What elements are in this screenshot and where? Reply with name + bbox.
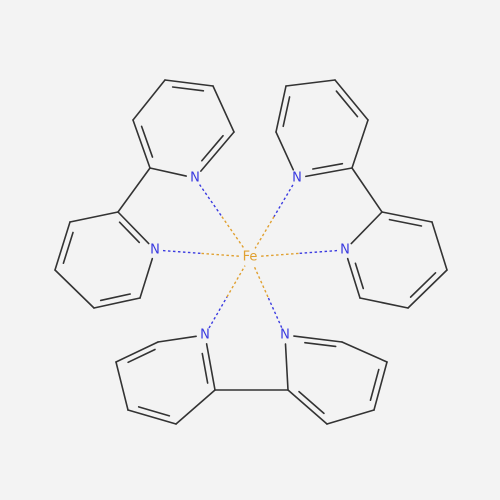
iron-atom-label: Fe xyxy=(243,250,258,265)
bonds-layer xyxy=(54,79,448,425)
bottom-ligand-ring-bond xyxy=(127,409,177,425)
nitrogen-atom-label: N xyxy=(190,171,200,186)
left-ligand-ring-bond xyxy=(164,79,214,87)
right-ligand-ring-bond xyxy=(381,211,433,223)
right-ligand-inter-ring-bond xyxy=(351,167,383,213)
nitrogen-atom-label: N xyxy=(200,328,210,343)
bottom-ligand-ring-bond xyxy=(341,341,388,363)
right-ligand-ring-bond xyxy=(346,257,361,299)
right-ligand-ring-bond xyxy=(275,131,295,171)
bottom-ligand-ring-bond xyxy=(175,389,216,425)
left-ligand-inter-ring-bond xyxy=(117,167,151,213)
left-ligand-ring-double-bond xyxy=(118,221,141,244)
left-ligand-ring-bond xyxy=(139,257,154,299)
nitrogen-atom-label: N xyxy=(340,243,350,258)
nitrogen-atom-label: N xyxy=(292,171,302,186)
right-a-coordination-bond-fe-half xyxy=(254,216,275,249)
left-ligand-ring-double-bond xyxy=(99,293,131,302)
left-a-coordination-bond-fe-half xyxy=(221,216,245,250)
right-ligand-ring-double-bond xyxy=(388,218,423,227)
bottom-ligand-ring-double-bond xyxy=(201,352,209,384)
right-ligand-ring-bond xyxy=(350,211,383,245)
right-ligand-ring-bond xyxy=(407,269,448,309)
right-a-coordination-bond-n-half xyxy=(273,184,294,217)
right-b-coordination-bond-n-half xyxy=(298,249,338,255)
bottom-ligand-ring-bond xyxy=(205,343,216,391)
left-ligand-ring-double-bond xyxy=(62,231,74,265)
iron-atom-label-bg xyxy=(242,249,258,265)
right-ligand-ring-bond xyxy=(359,297,409,309)
bottom-ligand-ring-double-bond xyxy=(127,348,156,364)
nitrogen-atom-label-bg xyxy=(277,327,293,343)
bottom-ligand-ring-bond xyxy=(326,409,375,425)
left-ligand-ring-bond xyxy=(117,211,150,245)
nitrogen-atom-label-bg xyxy=(187,170,203,186)
bottom-ligand-ring-double-bond xyxy=(137,406,171,417)
right-b-coordination-bond-fe-half xyxy=(259,252,299,257)
right-ligand-ring-bond xyxy=(305,167,353,178)
left-ligand-ring-bond xyxy=(200,131,235,172)
bottom-b-coordination-bond-fe-half xyxy=(253,265,269,298)
left-ligand-ring-bond xyxy=(54,221,71,271)
bottom-ligand-ring-double-bond xyxy=(369,368,380,402)
left-ligand-ring-bond xyxy=(93,297,141,309)
left-ligand-ring-bond xyxy=(69,211,119,223)
bottom-ligand-ring-bond xyxy=(157,335,197,343)
right-ligand-ring-double-bond xyxy=(312,162,344,170)
right-ligand-ring-double-bond xyxy=(282,96,291,128)
right-ligand-ring-bond xyxy=(285,79,336,87)
bottom-ligand-ring-double-bond xyxy=(304,341,337,348)
nitrogen-atom-label-bg xyxy=(197,327,213,343)
bottom-ligand-ring-bond xyxy=(287,389,328,425)
nitrogen-atom-label: N xyxy=(150,243,160,258)
bottom-ligand-ring-bond xyxy=(373,361,388,411)
bottom-ligand-ring-bond xyxy=(293,335,343,343)
bottom-a-coordination-bond-fe-half xyxy=(226,265,246,298)
left-ligand-ring-double-bond xyxy=(201,134,224,162)
right-ligand-ring-double-bond xyxy=(335,90,359,118)
left-a-coordination-bond-n-half xyxy=(198,184,223,218)
right-ligand-ring-double-bond xyxy=(409,271,437,298)
nitrogen-atom-label: N xyxy=(280,328,290,343)
bottom-ligand-ring-bond xyxy=(115,361,129,411)
left-ligand-ring-bond xyxy=(54,269,95,309)
right-ligand-ring-bond xyxy=(275,85,287,133)
left-b-coordination-bond-n-half xyxy=(162,249,202,255)
bottom-a-coordination-bond-n-half xyxy=(208,296,228,329)
left-ligand-ring-double-bond xyxy=(171,86,205,92)
left-ligand-ring-double-bond xyxy=(140,125,154,158)
nitrogen-atom-label-bg xyxy=(337,242,353,258)
left-ligand-ring-bond xyxy=(132,79,166,121)
left-ligand-ring-bond xyxy=(212,85,235,133)
right-ligand-ring-double-bond xyxy=(354,262,365,290)
bottom-ligand-ring-double-bond xyxy=(298,390,325,415)
right-ligand-ring-bond xyxy=(431,221,448,271)
left-ligand-ring-bond xyxy=(132,119,151,169)
left-ligand-ring-bond xyxy=(149,167,188,177)
right-ligand-ring-bond xyxy=(351,119,369,169)
bottom-ligand-ring-bond xyxy=(284,343,289,391)
nitrogen-atom-label-bg xyxy=(147,242,163,258)
nitrogen-atom-label-bg xyxy=(289,170,305,186)
bottom-b-coordination-bond-n-half xyxy=(267,296,283,328)
left-b-coordination-bond-fe-half xyxy=(201,252,241,257)
bottom-ligand-ring-bond xyxy=(115,341,159,363)
right-ligand-ring-bond xyxy=(334,79,369,121)
atom-labels-layer: N N N N N N Fe xyxy=(147,170,353,343)
